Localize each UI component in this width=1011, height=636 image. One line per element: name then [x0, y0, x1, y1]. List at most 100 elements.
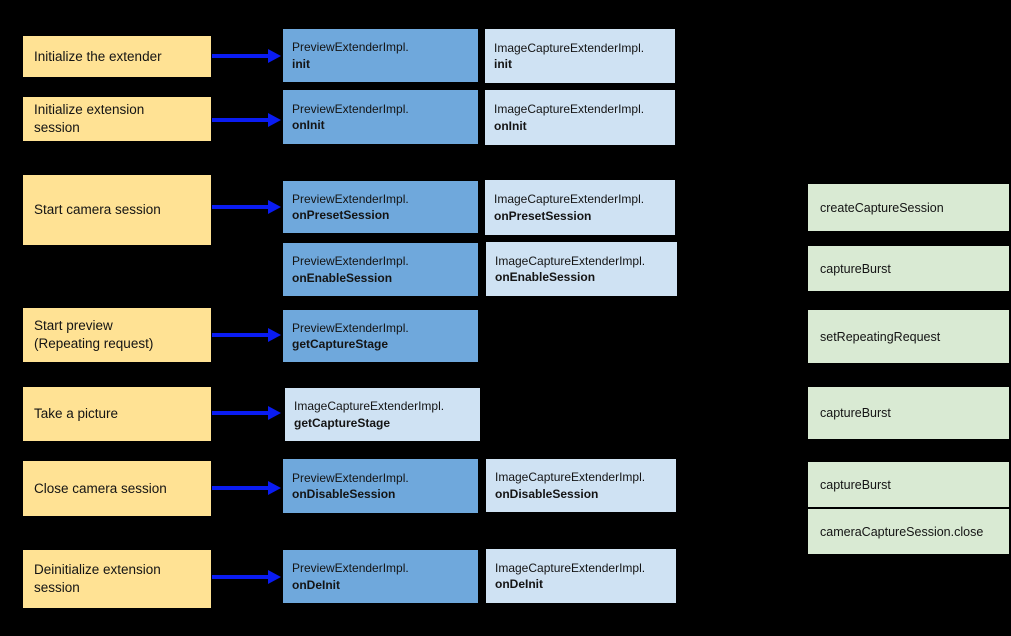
- method-name: onEnableSession: [292, 270, 393, 285]
- method-name: getCaptureStage: [294, 415, 391, 430]
- method-imagecapture-oninit: ImageCaptureExtenderImpl. onInit: [485, 90, 675, 145]
- method-preview-oninit: PreviewExtenderImpl. onInit: [283, 90, 478, 144]
- method-name: onDeInit: [292, 577, 340, 592]
- camera2-capture-burst: captureBurst: [808, 246, 1009, 291]
- method-preview-ondeinit: PreviewExtenderImpl. onDeInit: [283, 550, 478, 603]
- method-preview-onpresetsession: PreviewExtenderImpl. onPresetSession: [283, 181, 478, 233]
- flow-arrow-icon: [212, 113, 281, 127]
- method-imagecapture-onpresetsession: ImageCaptureExtenderImpl. onPresetSessio…: [485, 180, 675, 235]
- method-class-name: PreviewExtenderImpl.: [292, 470, 409, 485]
- flow-arrow-icon: [212, 328, 281, 342]
- method-class-name: PreviewExtenderImpl.: [292, 40, 409, 54]
- method-name: onEnableSession: [495, 270, 596, 284]
- connector-line: [671, 484, 812, 486]
- flow-arrow-icon: [212, 49, 281, 63]
- step-label: Deinitialize extension session: [34, 562, 161, 595]
- method-imagecapture-onenablesession: ImageCaptureExtenderImpl. onEnableSessio…: [486, 242, 677, 296]
- arrow-head: [268, 328, 281, 342]
- connector-line: [671, 267, 812, 269]
- method-class-name: PreviewExtenderImpl.: [292, 320, 409, 335]
- connector-line: [476, 412, 812, 414]
- arrow-shaft: [212, 411, 270, 415]
- method-class-name: ImageCaptureExtenderImpl.: [494, 192, 645, 206]
- method-preview-init: PreviewExtenderImpl. init: [283, 29, 478, 82]
- method-class-name: ImageCaptureExtenderImpl.: [495, 560, 646, 575]
- connector-line: [116, 138, 118, 178]
- step-start-camera-session: Start camera session: [23, 175, 211, 245]
- method-class-name: PreviewExtenderImpl.: [292, 254, 409, 268]
- camera2-label: setRepeatingRequest: [820, 329, 941, 344]
- connector-line: [116, 359, 118, 390]
- method-imagecapture-init: ImageCaptureExtenderImpl. init: [485, 29, 675, 83]
- step-label: Initialize extension session: [34, 102, 145, 135]
- step-initialize-the-extender: Initialize the extender: [23, 36, 211, 77]
- method-imagecapture-ondisablesession: ImageCaptureExtenderImpl. onDisableSessi…: [486, 459, 676, 512]
- arrow-shaft: [212, 118, 270, 122]
- camera2-capture-burst: captureBurst: [808, 387, 1009, 439]
- method-name: init: [494, 57, 512, 71]
- arrow-shaft: [212, 205, 270, 209]
- method-class-name: PreviewExtenderImpl.: [292, 191, 409, 206]
- camera2-create-capture-session: createCaptureSession: [808, 184, 1009, 231]
- arrow-shaft: [212, 575, 270, 579]
- arrow-shaft: [212, 486, 270, 490]
- method-name: onDisableSession: [495, 486, 599, 501]
- method-preview-ondisablesession: PreviewExtenderImpl. onDisableSession: [283, 459, 478, 513]
- connector-line: [116, 74, 118, 100]
- method-imagecapture-ondeinit: ImageCaptureExtenderImpl. onDeInit: [486, 549, 676, 603]
- camera2-label: captureBurst: [820, 261, 891, 276]
- flow-arrow-icon: [212, 200, 281, 214]
- method-name: onPresetSession: [494, 208, 592, 223]
- step-label: Start preview (Repeating request): [34, 318, 154, 351]
- camera2-label: captureBurst: [820, 477, 891, 492]
- step-label: Start camera session: [34, 202, 161, 218]
- camera2-label: createCaptureSession: [820, 200, 944, 215]
- method-class-name: PreviewExtenderImpl.: [292, 561, 409, 575]
- method-name: onInit: [494, 118, 527, 133]
- step-initialize-extension-session: Initialize extension session: [23, 97, 211, 141]
- connector-line: [116, 438, 118, 464]
- step-label: Initialize the extender: [34, 48, 162, 64]
- method-class-name: ImageCaptureExtenderImpl.: [494, 102, 645, 116]
- method-preview-getcapturestage: PreviewExtenderImpl. getCaptureStage: [283, 310, 478, 362]
- method-imagecapture-getcapturestage: ImageCaptureExtenderImpl. getCaptureStag…: [285, 388, 480, 441]
- step-start-preview: Start preview (Repeating request): [23, 308, 211, 362]
- connector-line: [474, 335, 812, 337]
- step-take-a-picture: Take a picture: [23, 387, 211, 441]
- arrow-head: [268, 570, 281, 584]
- camera2-capture-burst: captureBurst: [808, 462, 1009, 507]
- flow-arrow-icon: [212, 406, 281, 420]
- arrow-head: [268, 481, 281, 495]
- step-label: Close camera session: [34, 480, 167, 496]
- camera2-label: captureBurst: [820, 406, 891, 420]
- camera2-label: cameraCaptureSession.close: [820, 524, 984, 539]
- arrow-shaft: [212, 54, 270, 58]
- connector-line: [671, 206, 812, 208]
- flow-arrow-icon: [212, 481, 281, 495]
- method-class-name: ImageCaptureExtenderImpl.: [294, 399, 445, 413]
- method-name: onDeInit: [495, 577, 543, 591]
- method-name: onInit: [292, 118, 325, 132]
- step-close-camera-session: Close camera session: [23, 461, 211, 516]
- method-name: onPresetSession: [292, 208, 390, 222]
- method-class-name: PreviewExtenderImpl.: [292, 101, 409, 116]
- method-class-name: ImageCaptureExtenderImpl.: [495, 470, 646, 484]
- arrow-head: [268, 200, 281, 214]
- step-label: Take a picture: [34, 406, 119, 422]
- camera2-camera-capture-session-close: cameraCaptureSession.close: [808, 509, 1009, 554]
- connector-line: [116, 513, 118, 553]
- method-class-name: ImageCaptureExtenderImpl.: [494, 40, 645, 55]
- arrow-head: [268, 49, 281, 63]
- method-name: getCaptureStage: [292, 337, 389, 351]
- arrow-head: [268, 406, 281, 420]
- arrow-shaft: [212, 333, 270, 337]
- method-preview-onenablesession: PreviewExtenderImpl. onEnableSession: [283, 243, 478, 296]
- method-name: init: [292, 56, 310, 71]
- step-deinitialize-extension-session: Deinitialize extension session: [23, 550, 211, 608]
- connector-line: [116, 242, 118, 311]
- arrow-head: [268, 113, 281, 127]
- method-name: onDisableSession: [292, 487, 396, 501]
- flow-arrow-icon: [212, 570, 281, 584]
- camera2-set-repeating-request: setRepeatingRequest: [808, 310, 1009, 363]
